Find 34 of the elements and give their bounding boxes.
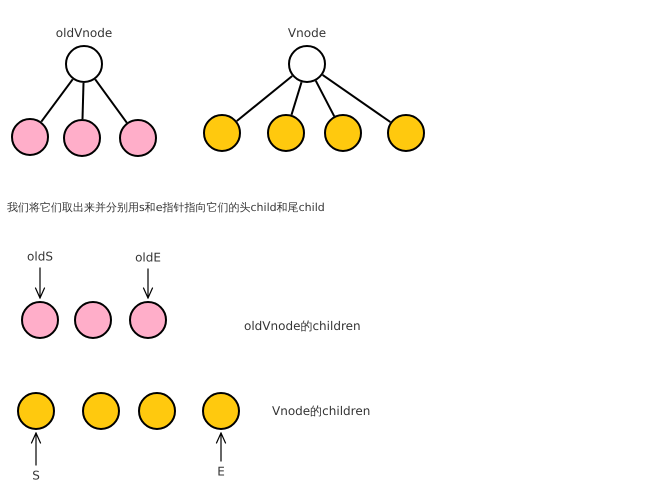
pointer-label: S: [32, 468, 40, 484]
pointer-label: oldS: [27, 250, 53, 264]
node-heading: oldVnode: [56, 26, 112, 41]
arrow: [34, 268, 46, 299]
node-heading: Vnode: [288, 26, 326, 41]
note-text: 我们将它们取出来并分别用s和e指针指向它们的头child和尾child: [7, 200, 325, 215]
child-circle: [129, 301, 167, 339]
child-circle: [74, 301, 112, 339]
child-circle: [11, 118, 49, 156]
row-label: oldVnode的children: [244, 318, 361, 334]
pointer-label: oldE: [135, 250, 161, 266]
row-label: Vnode的children: [272, 403, 370, 419]
child-circle: [138, 392, 176, 430]
tree-line: [40, 78, 74, 122]
child-circle: [202, 392, 240, 430]
tree-line: [322, 74, 391, 123]
child-circle: [21, 301, 59, 339]
tree-line: [314, 80, 336, 117]
child-circle: [203, 114, 241, 152]
arrow: [30, 432, 42, 466]
tree-line: [290, 82, 302, 116]
child-circle: [82, 392, 120, 430]
child-circle: [119, 119, 157, 157]
child-circle: [17, 392, 55, 430]
child-circle: [63, 119, 101, 157]
pointer-label: E: [217, 464, 225, 480]
child-circle: [324, 114, 362, 152]
child-circle: [387, 114, 425, 152]
child-circle: [267, 114, 305, 152]
tree-line: [82, 82, 84, 120]
tree-line: [94, 78, 128, 124]
arrow: [142, 268, 154, 299]
tree-line: [236, 75, 293, 122]
arrow: [216, 432, 226, 462]
